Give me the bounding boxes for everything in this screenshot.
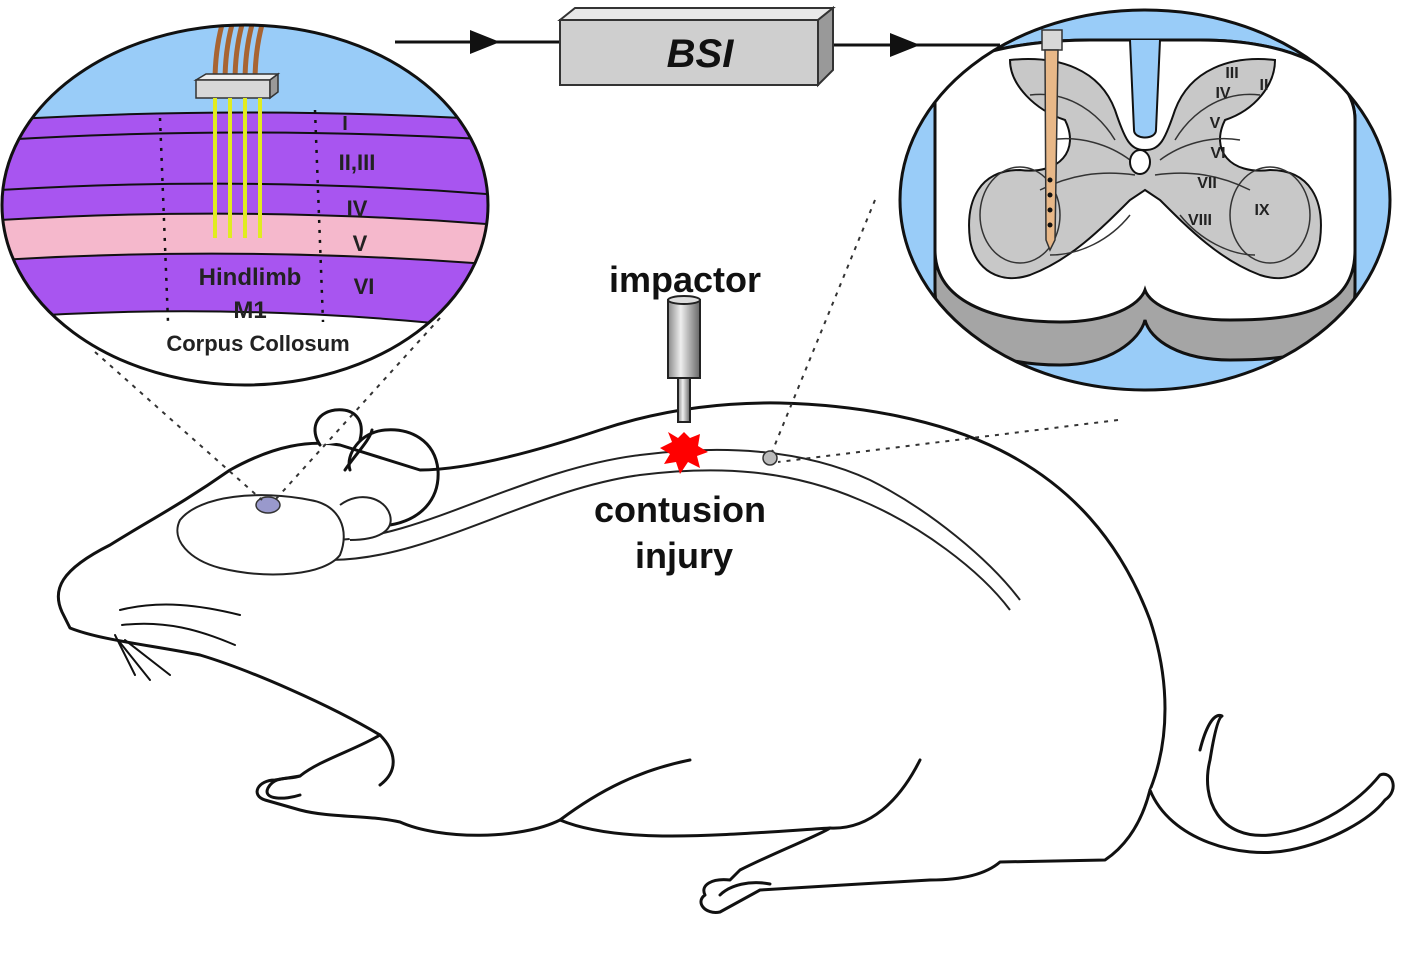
- lamina-IX: IX: [1254, 202, 1269, 219]
- rat-whiskers: [114, 603, 241, 681]
- cortex-layer-I: I: [342, 113, 348, 135]
- spinal-cord-path: [329, 448, 1021, 611]
- bsi-box: BSI: [557, 5, 836, 88]
- signal-flow-arrows: [395, 30, 1000, 57]
- cortex-layer-IV: IV: [347, 196, 368, 221]
- rat-tail: [1148, 714, 1395, 854]
- spinal-implant-site: [762, 450, 778, 466]
- rat-front-leg: [378, 733, 395, 787]
- impactor-label: impactor: [609, 259, 761, 300]
- cortex-layer-V: V: [353, 231, 368, 256]
- cortex-region-line2: M1: [233, 297, 266, 324]
- rat-brain-outline: [176, 494, 392, 576]
- spinal-cord-inset: II III IV V VI VII VIII IX: [898, 8, 1392, 392]
- injury-site-burst: [660, 432, 708, 474]
- rat-ear: [313, 408, 363, 447]
- cortical-electrode-array: [193, 25, 281, 238]
- lamina-VIII: VIII: [1188, 212, 1212, 229]
- impactor-device: [667, 295, 701, 423]
- rat-outline: [56, 401, 1395, 914]
- corpus-callosum-label: Corpus Collosum: [166, 331, 349, 356]
- cortex-region-line1: Hindlimb: [199, 264, 302, 291]
- lamina-VII: VII: [1197, 175, 1217, 192]
- lamina-III: III: [1225, 65, 1238, 82]
- bsi-label: BSI: [667, 32, 735, 76]
- injury-label-line1: contusion: [594, 489, 766, 530]
- lamina-V: V: [1210, 115, 1221, 132]
- cortex-implant-site: [255, 496, 281, 514]
- injury-label-line2: injury: [635, 535, 733, 576]
- lamina-VI: VI: [1210, 145, 1225, 162]
- cortex-layer-II-III: II,III: [339, 150, 376, 175]
- cortex-inset: I II,III IV V VI Hindlimb M1 Corpus Coll…: [0, 23, 490, 387]
- zoom-lines: [94, 199, 1119, 501]
- lamina-IV: IV: [1215, 85, 1230, 102]
- rat-hind-leg: [828, 758, 922, 830]
- lamina-II: II: [1260, 77, 1269, 94]
- cortex-layer-VI: VI: [354, 274, 375, 299]
